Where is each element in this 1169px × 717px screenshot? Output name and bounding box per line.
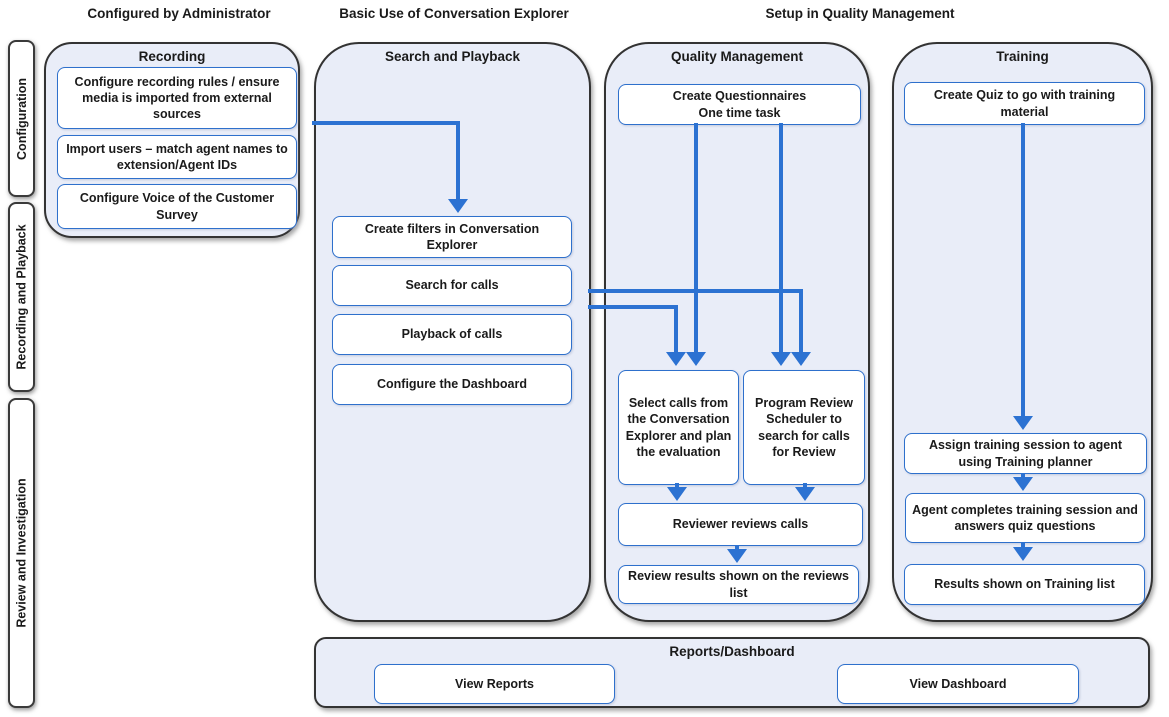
reports-dashboard-container: Reports/Dashboard View Reports View Dash…	[314, 637, 1150, 708]
view-reports-button-label: View Reports	[455, 676, 534, 691]
quality-management-title: Quality Management	[670, 49, 804, 64]
step-reviewer-reviews-calls-label: Reviewer reviews calls	[672, 517, 809, 532]
arrow-search-to-program-review-vline	[799, 289, 803, 353]
arrow-recording-to-create-filters-head	[448, 199, 468, 213]
recording-container: Recording Configure recording rules / en…	[44, 42, 300, 238]
step-results-shown-training-list-label: Results shown on Training list	[934, 577, 1115, 592]
arrow-recording-to-create-filters-vline	[456, 121, 460, 200]
arrow-recording-to-create-filters-hline	[312, 121, 460, 125]
arrow-reviewer-to-results-head	[727, 549, 747, 563]
view-dashboard-button: View Dashboard	[837, 664, 1079, 704]
quality-management-container: Quality Management Create Questionnaires…	[604, 42, 870, 622]
view-dashboard-button-label: View Dashboard	[909, 676, 1007, 691]
step-results-shown-training-list: Results shown on Training list	[904, 564, 1145, 605]
arrow-questionnaires-to-select-calls-head	[686, 352, 706, 366]
step-playback-of-calls-label: Playback of calls	[401, 327, 503, 342]
step-program-review-scheduler-label: Program Review Scheduler to search for c…	[755, 396, 853, 459]
arrow-assign-to-agent-head	[1013, 477, 1033, 491]
arrow-quiz-to-assign-head	[1013, 416, 1033, 430]
step-configure-voice-of-customer: Configure Voice of the Customer Survey	[57, 184, 297, 229]
arrow-quiz-to-assign-vline	[1021, 123, 1025, 417]
step-import-users-label: Import users – match agent names to exte…	[66, 141, 288, 172]
step-search-for-calls: Search for calls	[332, 265, 572, 306]
arrow-program-review-to-reviewer-head	[795, 487, 815, 501]
reports-dashboard-title: Reports/Dashboard	[669, 644, 795, 659]
step-select-calls-label: Select calls from the Conversation Explo…	[625, 396, 732, 459]
arrow-questionnaires-to-select-calls-vline	[694, 123, 698, 353]
search-and-playback-title: Search and Playback	[384, 49, 521, 64]
step-configure-dashboard-label: Configure the Dashboard	[376, 377, 527, 392]
step-import-users: Import users – match agent names to exte…	[57, 135, 297, 179]
arrow-agent-to-results-head	[1013, 547, 1033, 561]
step-create-questionnaires-label: Create Questionnaires One time task	[672, 89, 807, 120]
sidebar-tab-review-and-investigation-label: Review and Investigation	[14, 478, 29, 628]
arrow-questionnaires-to-program-review-vline	[779, 123, 783, 353]
arrow-search-to-select-calls-hline	[588, 305, 678, 309]
step-review-results-label: Review results shown on the reviews list	[628, 569, 849, 600]
step-search-for-calls-label: Search for calls	[405, 278, 499, 293]
step-program-review-scheduler: Program Review Scheduler to search for c…	[743, 370, 865, 485]
arrow-questionnaires-to-program-review-head	[771, 352, 791, 366]
step-agent-completes-training: Agent completes training session and ans…	[905, 493, 1145, 543]
header-basic-use-conversation-explorer: Basic Use of Conversation Explorer	[339, 6, 569, 21]
step-create-quiz: Create Quiz to go with training material	[904, 82, 1145, 125]
search-and-playback-container: Search and Playback Create filters in Co…	[314, 42, 591, 622]
arrow-select-calls-to-reviewer-head	[667, 487, 687, 501]
step-create-filters-label: Create filters in Conversation Explorer	[364, 221, 540, 252]
arrow-select-calls-to-reviewer-vline	[675, 483, 679, 489]
step-configure-recording-rules-label: Configure recording rules / ensure media…	[74, 74, 280, 122]
step-playback-of-calls: Playback of calls	[332, 314, 572, 355]
header-configured-by-administrator: Configured by Administrator	[87, 6, 271, 21]
arrow-reviewer-to-results-vline	[735, 545, 739, 550]
arrow-search-to-select-calls-head	[666, 352, 686, 366]
step-create-quiz-label: Create Quiz to go with training material	[933, 88, 1116, 119]
view-reports-button: View Reports	[374, 664, 615, 704]
sidebar-tab-review-and-investigation: Review and Investigation	[8, 398, 35, 708]
step-select-calls: Select calls from the Conversation Explo…	[618, 370, 739, 485]
arrow-search-to-select-calls-vline	[674, 305, 678, 353]
step-assign-training-session-label: Assign training session to agent using T…	[928, 438, 1123, 469]
step-configure-recording-rules: Configure recording rules / ensure media…	[57, 67, 297, 129]
step-create-filters: Create filters in Conversation Explorer	[332, 216, 572, 258]
step-configure-dashboard: Configure the Dashboard	[332, 364, 572, 405]
sidebar-tab-recording-and-playback: Recording and Playback	[8, 202, 35, 392]
arrow-agent-to-results-vline	[1021, 542, 1025, 548]
step-review-results: Review results shown on the reviews list	[618, 565, 859, 604]
sidebar-tab-configuration: Configuration	[8, 40, 35, 197]
recording-title: Recording	[138, 49, 206, 64]
step-configure-voice-of-customer-label: Configure Voice of the Customer Survey	[79, 191, 275, 222]
step-create-questionnaires: Create Questionnaires One time task	[618, 84, 861, 125]
step-assign-training-session: Assign training session to agent using T…	[904, 433, 1147, 474]
training-title: Training	[996, 49, 1049, 64]
arrow-search-to-program-review-head	[791, 352, 811, 366]
arrow-assign-to-agent-vline	[1021, 473, 1025, 478]
sidebar-tab-configuration-label: Configuration	[14, 77, 29, 160]
sidebar-tab-recording-and-playback-label: Recording and Playback	[14, 224, 29, 370]
step-agent-completes-training-label: Agent completes training session and ans…	[912, 502, 1138, 533]
step-reviewer-reviews-calls: Reviewer reviews calls	[618, 503, 863, 546]
arrow-program-review-to-reviewer-vline	[803, 483, 807, 489]
header-setup-quality-management: Setup in Quality Management	[765, 6, 955, 21]
